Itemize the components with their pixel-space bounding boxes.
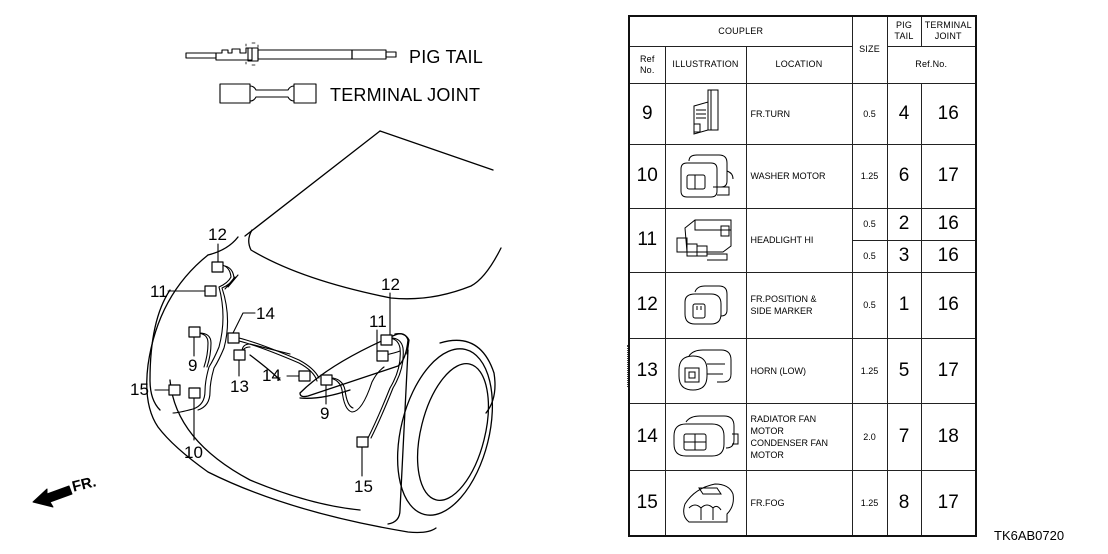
callout-15: 15 [354,477,373,496]
table-row: 11 HEADLIGHT HI 0.5 2 16 [628,207,977,273]
pig-tail-ref: 6 [886,143,922,209]
pig-tail-label: PIG TAIL [409,47,483,67]
connector-icon [673,415,738,456]
location: WASHER MOTOR [745,143,853,209]
connector-boxes [168,261,393,448]
connector-illustration-9 [664,82,747,145]
size: 0.5 [851,271,888,339]
terminal-joint-ref: 16 [920,82,977,145]
connector-illustration-13 [664,337,747,404]
pig-tail-ref: 1 [886,271,922,339]
location: HORN (LOW) [745,337,853,404]
size: 0.5 [851,82,888,145]
connector-icon [682,483,734,523]
location: FR.TURN [745,82,853,145]
size: 2.0 [851,402,888,471]
connector-icon [693,89,718,135]
connector-illustration-11 [664,207,747,273]
terminal-joint-label: TERMINAL JOINT [330,85,481,105]
table-row: 12 FR.POSITION &SIDE MARKER 0.5 1 16 [628,271,977,339]
size: 1.25 [851,337,888,404]
location: HEADLIGHT HI [745,207,853,273]
header-ref-no-sub: Ref.No. [886,45,977,84]
callout-10: 10 [184,443,203,462]
terminal-joint-ref: 17 [920,337,977,404]
ref-no: 12 [628,271,666,339]
ref-no: 11 [628,207,666,273]
callout-9: 9 [320,404,330,423]
pig-tail-ref: 2 [886,207,922,241]
table-row: 10 WASHER MOTOR 1.25 6 17 [628,143,977,209]
terminal-joint-ref: 16 [920,207,977,241]
callout-9: 9 [188,356,198,375]
header-illustration: ILLUSTRATION [664,45,747,84]
ref-no: 15 [628,469,666,537]
location: FR.FOG [745,469,853,537]
callout-11: 11 [369,312,387,331]
terminal-joint-ref: 17 [920,143,977,209]
pig-tail-ref: 5 [886,337,922,404]
connector-icon [678,349,731,391]
wiring-diagram: PIG TAIL TERMINAL JOINT 12 11 9 15 10 14… [32,42,502,534]
terminal-joint-ref: 16 [920,271,977,339]
pig-tail-ref: 3 [886,239,922,273]
table-row: 15 FR.FOG 1.25 8 17 [628,469,977,537]
terminal-joint-ref: 16 [920,239,977,273]
pig-tail-ref: 4 [886,82,922,145]
connector-icon [680,154,733,198]
callout-13: 13 [230,377,249,396]
size: 0.5 [851,207,888,241]
table-row: 0.5 3 16 [629,239,977,273]
callout-14: 14 [256,304,275,323]
connector-icon [676,219,731,261]
callout-12: 12 [208,225,227,244]
connector-illustration-15 [664,469,747,537]
ref-no: 10 [628,143,666,209]
callout-15: 15 [130,380,149,399]
terminal-joint-ref: 18 [920,402,977,471]
callout-14: 14 [262,366,281,385]
table-row: 9 FR.TURN 0.5 4 16 [628,82,977,145]
connector-illustration-14 [664,402,747,471]
header-size: SIZE [851,15,888,84]
car-front-outline [32,42,502,534]
location: FR.POSITION &SIDE MARKER [745,271,853,339]
callout-12: 12 [381,275,400,294]
pig-tail-ref: 8 [886,469,922,537]
table-row: 13 HORN (LOW) 1.25 5 17 [628,337,977,404]
ref-no: 13 [628,337,666,404]
terminal-joint-ref: 17 [920,469,977,537]
front-direction-arrow-icon [32,485,73,508]
terminal-joint-icon [219,83,317,104]
pig-tail-ref: 7 [886,402,922,471]
size: 1.25 [851,143,888,209]
size: 1.25 [851,469,888,537]
connector-illustration-12 [664,271,747,339]
connector-icon [684,285,727,325]
ref-no: 14 [628,402,666,471]
connector-illustration-10 [664,143,747,209]
callout-11: 11 [150,282,168,301]
ref-no: 9 [628,82,666,145]
scan-tick-marks [627,345,632,387]
pig-tail-icon [185,42,397,66]
header-location: LOCATION [745,45,853,84]
size: 0.5 [851,239,888,273]
header-coupler: COUPLER [628,15,853,47]
diagram-code: TK6AB0720 [994,528,1065,543]
